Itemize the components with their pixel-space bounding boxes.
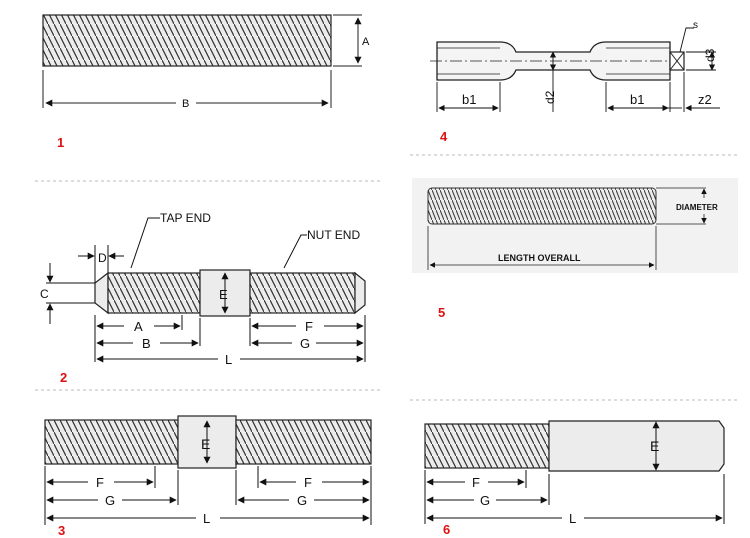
- panel-number-3: 3: [58, 523, 65, 538]
- dim-label-g-left: G: [105, 493, 115, 508]
- panel-1-fully-threaded-rod: A B 1: [42, 14, 370, 150]
- dim-label-g-right: G: [297, 493, 307, 508]
- nut-end-label: NUT END: [307, 228, 360, 242]
- dim-label-a: A: [134, 319, 143, 334]
- dim-label-d: D: [98, 251, 107, 265]
- left-thread: [44, 419, 179, 465]
- threaded-rod: [42, 14, 332, 67]
- dim-label-l: L: [225, 352, 232, 367]
- dim-label-b: B: [142, 336, 151, 351]
- dim-label-f: F: [305, 319, 313, 334]
- tap-end-label: TAP END: [160, 211, 211, 225]
- tap-end-thread: [107, 272, 201, 314]
- panel-3-double-end-stud: E F G F G L 3: [44, 415, 372, 538]
- panel-5-photo-threaded-rod: DIAMETER LENGTH OVERALL 5: [412, 178, 738, 320]
- dim-label-b1-left: b1: [462, 92, 476, 107]
- panel-number-2: 2: [60, 370, 67, 385]
- dim-label-e: E: [650, 438, 659, 454]
- threaded-end: [424, 423, 550, 469]
- dim-label-l: L: [203, 511, 210, 526]
- panel-2-tap-end-stud: E TAP END NUT END D C A F B: [40, 211, 366, 385]
- dim-label-s: s: [693, 20, 698, 31]
- dim-label-f: F: [472, 475, 480, 490]
- dim-label-f-right: F: [304, 475, 312, 490]
- dim-label-d2: d2: [543, 90, 557, 104]
- dim-label-b1-right: b1: [630, 92, 644, 107]
- panel-number-6: 6: [443, 522, 450, 537]
- dim-label-c: C: [40, 287, 49, 301]
- diameter-label: DIAMETER: [676, 203, 718, 212]
- dim-label-b: B: [182, 98, 189, 110]
- dim-label-e: E: [201, 436, 210, 452]
- threaded-rod-photo: [427, 187, 657, 225]
- right-thread: [235, 419, 372, 465]
- dim-label-g: G: [300, 336, 310, 351]
- panel-number-1: 1: [57, 135, 64, 150]
- dim-label-d3: d3: [703, 48, 717, 62]
- panel-6-single-end-stud: E F G L 6: [424, 420, 725, 537]
- nut-end-thread: [249, 272, 356, 314]
- dim-label-g: G: [480, 493, 490, 508]
- dim-label-l: L: [569, 511, 576, 526]
- dim-label-a: A: [362, 36, 370, 48]
- dim-label-f-left: F: [96, 475, 104, 490]
- panel-number-5: 5: [438, 305, 445, 320]
- length-overall-label: LENGTH OVERALL: [498, 253, 581, 263]
- dim-label-z2: z2: [698, 92, 712, 107]
- panel-number-4: 4: [440, 129, 448, 144]
- plain-shank: [548, 420, 725, 472]
- dim-label-e: E: [219, 287, 228, 302]
- panel-4-reduced-shank-stud: s d3 d2 b1 b1 z2 4: [430, 20, 720, 144]
